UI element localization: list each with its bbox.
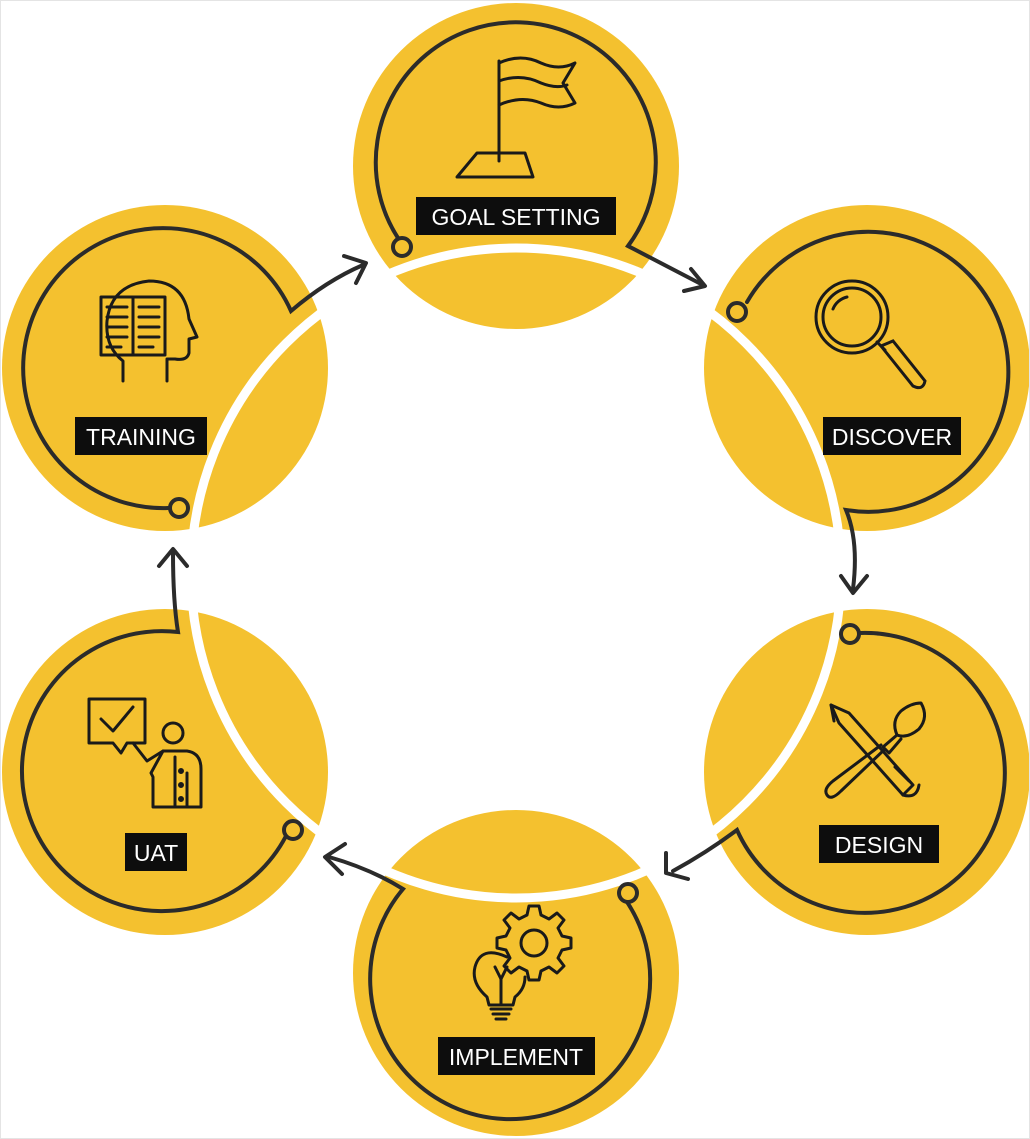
- arrowhead-to-discover: [682, 267, 707, 293]
- label-implement: IMPLEMENT: [438, 1037, 595, 1075]
- dot-uat: [282, 819, 304, 841]
- step-circle-training: [2, 205, 328, 531]
- step-circle-design: [704, 609, 1029, 935]
- label-text-design: DESIGN: [835, 832, 923, 858]
- arc-uat: [19, 551, 288, 914]
- label-bg-discover: [823, 417, 961, 455]
- arrowhead-to-design: [839, 574, 869, 595]
- label-text-training: TRAINING: [86, 424, 196, 450]
- step-circle-uat: [2, 609, 328, 935]
- step-circle-goal-setting: [353, 3, 679, 329]
- arrowhead-to-training: [157, 547, 189, 568]
- label-text-discover: DISCOVER: [832, 424, 952, 450]
- arrowhead-group: [157, 254, 869, 881]
- label-bg-uat: [125, 833, 187, 871]
- label-uat: UAT: [125, 833, 187, 871]
- label-bg-goal-setting: [416, 197, 616, 235]
- arrowhead-to-uat: [323, 842, 347, 876]
- step-circle-discover: [704, 205, 1029, 531]
- arc-design: [671, 630, 1007, 915]
- label-bg-implement: [438, 1037, 595, 1075]
- dot-group: [168, 236, 861, 904]
- label-goal-setting: GOAL SETTING: [416, 197, 616, 235]
- label-design: DESIGN: [819, 825, 939, 863]
- label-bg-design: [819, 825, 939, 863]
- label-bg-training: [75, 417, 207, 455]
- arc-group: [19, 20, 1011, 1122]
- dot-discover: [726, 301, 748, 323]
- pencil-brush-icon: [824, 701, 926, 799]
- step-circle-implement: [353, 810, 679, 1136]
- dot-design: [839, 623, 861, 645]
- circle-group: [2, 3, 1029, 1136]
- arrowhead-to-goal-setting: [342, 254, 368, 285]
- presenter-checkbox-icon: [87, 697, 203, 809]
- label-discover: DISCOVER: [823, 417, 961, 455]
- flag-icon: [455, 56, 577, 179]
- head-book-icon: [99, 279, 199, 383]
- arc-discover: [745, 229, 1011, 591]
- label-text-goal-setting: GOAL SETTING: [431, 204, 600, 230]
- dot-goal-setting: [391, 236, 413, 258]
- arc-goal-setting: [373, 20, 705, 287]
- dot-implement: [617, 882, 639, 904]
- label-text-uat: UAT: [134, 840, 178, 866]
- gear-lightbulb-icon: [472, 904, 573, 1021]
- dot-training: [168, 497, 190, 519]
- label-text-implement: IMPLEMENT: [449, 1044, 583, 1070]
- arc-implement: [327, 855, 653, 1122]
- magnifier-icon: [814, 279, 927, 390]
- label-training: TRAINING: [75, 417, 207, 455]
- arc-training: [21, 226, 365, 511]
- arrowhead-to-implement: [664, 851, 690, 881]
